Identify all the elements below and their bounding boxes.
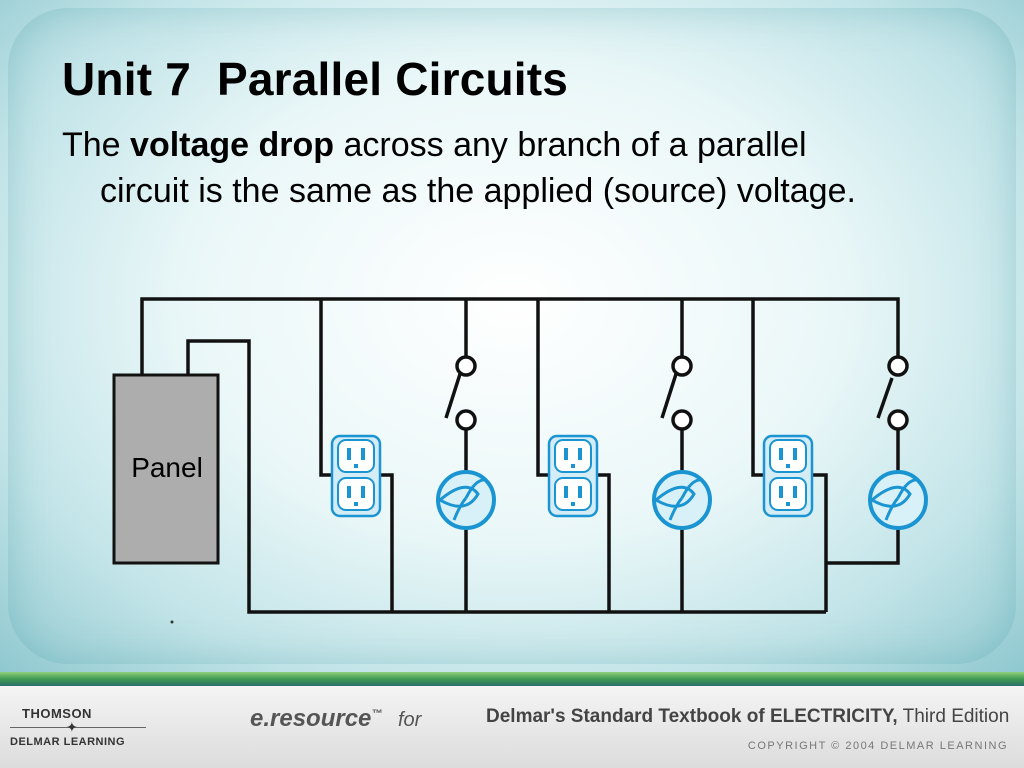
slide-body: The voltage drop across any branch of a … [62,122,900,214]
publisher-logo-top: THOMSON [22,706,92,721]
switched-lamp-2 [652,299,712,612]
eresource-for: for [398,709,422,731]
publisher-logo-bottom: DELMAR LEARNING [10,736,126,748]
publisher-logo-divider [10,727,146,728]
eresource-text: e.resource [250,705,372,732]
receptacle-2 [536,299,611,612]
receptacle-3 [751,299,828,612]
top-feeder-wire [140,297,900,375]
publisher-star-icon: ✦ [66,719,78,735]
book-title-text: Delmar's Standard Textbook of ELECTRICIT… [486,706,898,727]
bottom-feeder-wire [186,339,826,614]
switched-lamp-3 [826,355,928,565]
stray-dot [170,620,174,624]
body-emphasis: voltage drop [130,126,335,164]
footer-bar [0,686,1024,768]
panel-box [112,373,220,565]
book-edition: Third Edition [897,706,1010,727]
copyright-notice: COPYRIGHT © 2004 DELMAR LEARNING [747,740,1008,752]
book-title: Delmar's Standard Textbook of ELECTRICIT… [486,706,1009,728]
body-lead: The [62,126,131,164]
panel-label: Panel [131,452,203,483]
eresource-logo: e.resource™ [250,705,382,733]
switched-lamp-1 [436,299,496,612]
slide-title: Unit 7 Parallel Circuits [62,53,569,105]
receptacle-1 [319,299,394,612]
eresource-tm: ™ [371,708,383,720]
body-rest: across any branch of a parallel circuit … [100,126,856,210]
parallel-circuit-diagram [112,297,928,624]
footer-stripe [0,672,1024,686]
